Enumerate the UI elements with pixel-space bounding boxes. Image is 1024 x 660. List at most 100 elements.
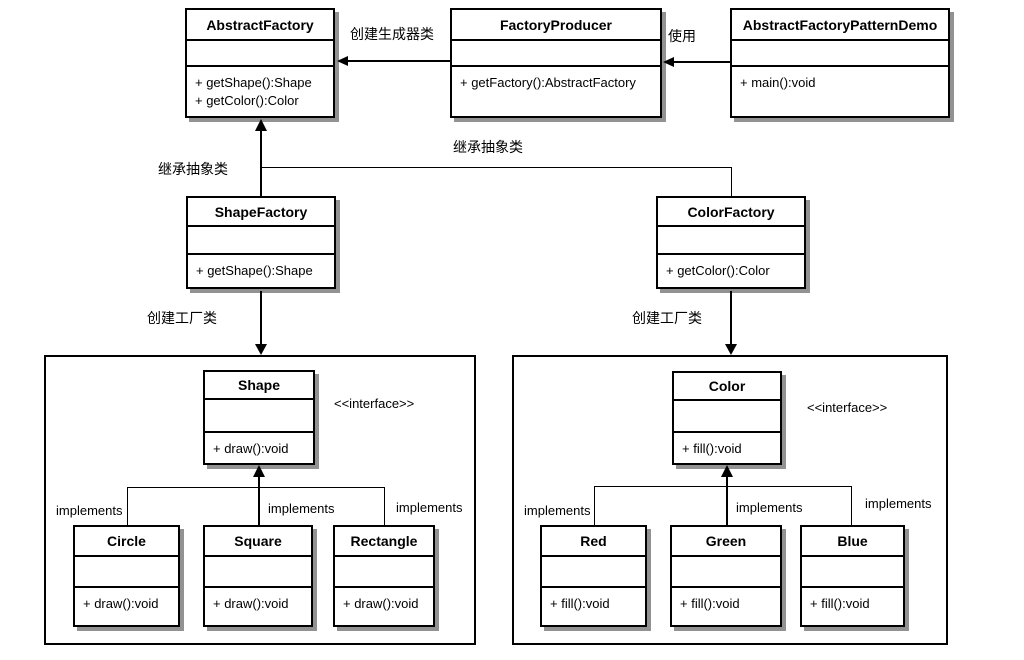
method: + fill():void [810,596,870,611]
class-rectangle: Rectangle + draw():void [333,525,435,627]
connector-shapefactory-inherit [260,131,262,196]
class-methods: + fill():void [802,588,903,625]
connector-implements-horizontal-shapes [127,487,385,488]
connector-demo-to-producer [674,61,730,63]
class-attributes-empty [205,557,311,588]
class-blue: Blue + fill():void [800,525,905,627]
label-inherit-abstract-left: 继承抽象类 [158,161,228,177]
method: + fill():void [550,596,610,611]
class-methods: + getFactory():AbstractFactory [452,67,660,116]
class-abstract-factory-pattern-demo: AbstractFactoryPatternDemo + main():void [730,8,950,118]
class-title: Square [205,527,311,557]
class-attributes-empty [658,227,804,255]
class-attributes-empty [75,557,178,588]
class-methods: + fill():void [672,588,780,625]
method: + fill():void [682,441,742,456]
interface-shape: Shape + draw():void [203,370,315,465]
class-title: AbstractFactory [187,10,333,41]
class-attributes-empty [542,557,645,588]
connector-inherit-horizontal [261,167,731,168]
label-implements-red: implements [524,503,591,518]
arrowhead-left-icon [337,56,348,66]
class-green: Green + fill():void [670,525,782,627]
class-title: ShapeFactory [188,198,334,227]
label-implements-square: implements [268,501,335,516]
class-title: Circle [75,527,178,557]
class-methods: + fill():void [542,588,645,625]
class-methods: + draw():void [205,433,313,463]
class-attributes-empty [188,227,334,255]
connector-implements-horizontal-colors [594,486,852,487]
label-inherit-abstract-right: 继承抽象类 [453,139,523,155]
method: + fill():void [680,596,740,611]
method: + getColor():Color [195,93,299,108]
class-attributes-empty [452,41,660,67]
class-methods: + fill():void [674,433,780,463]
class-title: FactoryProducer [452,10,660,41]
class-attributes-empty [205,400,313,433]
connector-colorfactory-create [730,291,732,344]
class-methods: + getShape():Shape + getColor():Color [187,67,333,116]
class-shape-factory: ShapeFactory + getShape():Shape [186,196,336,289]
class-circle: Circle + draw():void [73,525,180,627]
connector-green-implements [726,477,728,525]
class-title: Rectangle [335,527,433,557]
method: + draw():void [83,596,159,611]
class-color-factory: ColorFactory + getColor():Color [656,196,806,289]
class-title: Shape [205,372,313,400]
label-implements-blue: implements [865,496,932,511]
class-title: AbstractFactoryPatternDemo [732,10,948,41]
connector-shapefactory-create [260,291,262,344]
arrowhead-left-icon [663,57,674,67]
label-interface-color: <<interface>> [807,400,888,415]
class-title: Color [674,373,780,401]
connector-circle-implements [127,487,128,525]
class-square: Square + draw():void [203,525,313,627]
class-attributes-empty [187,41,333,67]
arrowhead-down-icon [725,344,737,355]
class-methods: + main():void [732,67,948,116]
class-abstract-factory: AbstractFactory + getShape():Shape + get… [185,8,335,118]
class-methods: + draw():void [335,588,433,625]
label-use: 使用 [668,28,696,44]
arrowhead-up-icon [255,119,267,131]
connector-square-implements [258,477,260,525]
label-create-producer: 创建生成器类 [350,26,434,42]
connector-producer-to-abstractfactory [348,60,450,62]
method: + getShape():Shape [196,263,313,278]
connector-blue-implements [851,486,852,525]
method: + main():void [740,75,816,90]
class-attributes-empty [674,401,780,433]
method: + draw():void [213,596,289,611]
label-implements-green: implements [736,500,803,515]
class-title: Green [672,527,780,557]
arrowhead-up-icon [253,465,265,477]
method: + getShape():Shape [195,75,312,90]
label-implements-rectangle: implements [396,500,463,515]
class-attributes-empty [732,41,948,67]
connector-colorfactory-inherit [731,167,732,196]
connector-red-implements [594,486,595,525]
label-interface-shape: <<interface>> [334,396,415,411]
arrowhead-up-icon [721,465,733,477]
class-attributes-empty [335,557,433,588]
class-title: ColorFactory [658,198,804,227]
arrowhead-down-icon [255,344,267,355]
method: + getFactory():AbstractFactory [460,75,636,90]
label-create-factory-right: 创建工厂类 [632,310,702,326]
class-methods: + draw():void [205,588,311,625]
class-attributes-empty [672,557,780,588]
interface-color: Color + fill():void [672,371,782,465]
class-title: Blue [802,527,903,557]
connector-rectangle-implements [384,487,385,525]
method: + draw():void [213,441,289,456]
class-factory-producer: FactoryProducer + getFactory():AbstractF… [450,8,662,118]
class-title: Red [542,527,645,557]
label-create-factory-left: 创建工厂类 [147,310,217,326]
class-methods: + getColor():Color [658,255,804,287]
class-red: Red + fill():void [540,525,647,627]
method: + draw():void [343,596,419,611]
method: + getColor():Color [666,263,770,278]
label-implements-circle: implements [56,503,123,518]
